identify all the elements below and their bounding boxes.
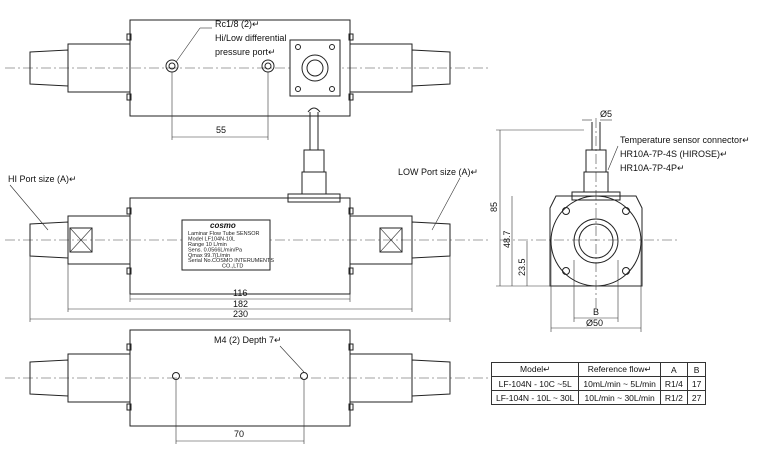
connector-body [301,171,327,195]
cell-b: 17 [686,376,707,391]
dim-55: 55 [216,125,226,135]
nameplate-brand: cosmo [210,221,236,230]
dim-116: 116 [233,288,247,298]
screw [126,33,132,41]
side-connector-sleeve [585,149,607,173]
table-row: LF-104N - 10C ~5L 10mL/min ~ 5L/min R1/4… [490,376,707,391]
table-row: LF-104N - 10L ~ 30L 10L/min ~ 30L/min R1… [490,390,707,405]
nameplate-line5: Qmax 99.7(L/min [188,253,230,259]
screw [348,343,354,351]
cell-b: 27 [686,390,707,405]
nameplate-line2: Model LF104N-10L [188,237,235,243]
col-model: Model↵ [490,362,580,377]
front-view: cosmo Laminar Flow Tube SENSOR Model LF1… [5,107,490,322]
nameplate-line3: Range 10 L/min [188,242,227,248]
dim-48: 48.7 [502,230,512,248]
side-screw [622,207,630,215]
screw [348,207,354,215]
port-leader [175,27,201,63]
dim-23: 23.5 [517,258,527,276]
screw [348,403,354,411]
nameplate-line7: COSMO INTERUMENTS [212,258,274,264]
side-view: Ø5 Temperature sensor connector↵ HR10A-7… [489,109,750,332]
dim-b: B [593,307,599,317]
connector-sleeve [303,149,325,173]
hex-cross [379,227,403,253]
m4-hole [300,372,308,380]
bottom-right-fitting [411,359,451,397]
table-header-row: Model↵ Reference flow↵ A B [490,362,707,377]
connector-screw [329,44,335,50]
low-pressure-port [261,59,275,73]
side-screw [562,267,570,275]
low-port-leader [431,177,461,231]
dim-50: Ø50 [586,318,603,328]
col-a: A [659,362,688,377]
side-screw [562,207,570,215]
connector-cable [309,112,319,150]
spec-table: Model↵ Reference flow↵ A B LF-104N - 10C… [490,362,707,405]
dim-230: 230 [233,309,248,319]
cell-flow: 10L/min ~ 30L/min [578,390,661,405]
dim-70: 70 [234,429,244,439]
low-port-label: LOW Port size (A)↵ [398,167,478,177]
nameplate [181,219,271,271]
connector-screw [295,44,301,50]
hi-port-label: HI Port size (A)↵ [8,174,77,184]
cell-a: R1/2 [659,390,688,405]
screw [348,93,354,101]
hi-port-leader [9,184,49,231]
dia5-label: Ø5 [600,109,612,119]
connector-screw [329,86,335,92]
nameplate-line6: Serial No. [188,258,213,264]
connector-pins [306,59,324,77]
side-cable [591,122,601,150]
bottom-view: M4 (2) Depth 7↵ 70 [5,329,490,444]
top-right-fitting [411,49,451,87]
connector-leader [607,145,619,171]
cell-flow: 10mL/min ~ 5L/min [578,376,661,391]
front-left-hex [69,227,93,253]
conn-label-3: HR10A-7P-4P↵ [620,163,685,173]
nameplate-line4: Sens. 0.0566L/min/Pa [188,248,243,254]
dim-85: 85 [489,202,499,212]
screw [126,93,132,101]
cell-model: LF-104N - 10C ~5L [490,376,580,391]
side-screw [622,267,630,275]
cell-a: R1/4 [659,376,688,391]
screw [126,403,132,411]
connector-face [301,54,329,82]
hex-cross [69,227,93,253]
low-pressure-port-inner [264,62,272,70]
m4-leader [279,345,305,373]
col-reference-flow: Reference flow↵ [578,362,661,377]
port-label-1: Rc1/8 (2)↵ [215,19,260,29]
connector-screw [295,86,301,92]
cable-end [307,107,321,113]
conn-label-1: Temperature sensor connector↵ [620,135,750,145]
top-view: Rc1/8 (2)↵ Hi/Low differential pressure … [5,19,490,140]
port-label-2: Hi/Low differential [215,33,286,43]
screw [348,267,354,275]
side-bore-outer [573,218,619,264]
nameplate-line8: CO.,LTD [222,264,243,270]
cell-model: LF-104N - 10L ~ 30L [490,390,580,405]
front-right-hex [379,227,403,253]
port-label-3: pressure port↵ [215,47,276,57]
dim-182: 182 [233,299,248,309]
m4-label: M4 (2) Depth 7↵ [214,335,282,345]
nameplate-line1: Laminar Flow Tube SENSOR [188,231,260,237]
screw [126,267,132,275]
hi-pressure-port-inner [168,62,176,70]
side-bore-inner [578,223,614,259]
screw [126,343,132,351]
col-b: B [686,362,707,377]
m4-hole [172,372,180,380]
screw [348,33,354,41]
screw [126,207,132,215]
conn-label-2: HR10A-7P-4S (HIROSE)↵ [620,149,728,159]
connector-block [289,39,341,97]
